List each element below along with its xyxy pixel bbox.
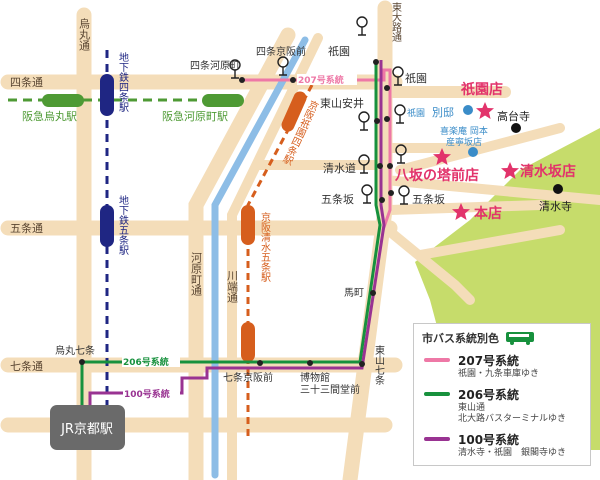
- road-karasuma: 烏丸通: [78, 17, 91, 51]
- stop-umamachi: 馬町: [344, 287, 364, 299]
- legend-name: 100号系統: [458, 433, 520, 447]
- stop-kiyomizumichi: 清水道: [323, 161, 356, 175]
- stop-gojozaka-east: 五条坂: [412, 192, 445, 206]
- bus-route-legend: 市バス系統別色 207号系統 祇園・九条車庫ゆき 206号系統 東山通 北大路バ…: [413, 323, 591, 466]
- bus-icon: [506, 332, 534, 345]
- bus-stop-dots: [79, 59, 394, 367]
- kamo-river: [211, 36, 309, 479]
- road-shijo: 四条通: [10, 75, 43, 89]
- bettei-marker: [463, 105, 473, 115]
- kodaiji-marker: [511, 123, 521, 133]
- subway-shijo-platform: [100, 74, 114, 116]
- subway-gojo-platform: [100, 205, 114, 247]
- stop-higashiyama-shichijo: 東山七条: [373, 344, 385, 385]
- label-hankyu-kawaramachi: 阪急河原町駅: [162, 109, 228, 123]
- legend-sub: 北大路バスターミナルゆき: [458, 414, 567, 424]
- legend-item-100: 100号系統 清水寺・祇園 銀閣寺ゆき: [422, 431, 582, 459]
- legend-sub: 東山通: [458, 403, 486, 413]
- jr-kyoto-station-box[interactable]: [50, 405, 125, 450]
- keihan-shichijo-platform: [241, 322, 255, 362]
- route-label-207: 207号系統: [298, 74, 344, 86]
- stop-shijo-keihanmae: 四条京阪前: [256, 45, 306, 58]
- legend-swatch-100: [424, 437, 450, 441]
- legend-swatch-206: [424, 392, 450, 396]
- keihan-kiyomizu-gojo-platform: [241, 205, 255, 245]
- sight-kirakuan-1: 喜楽庵 岡本: [440, 125, 488, 137]
- hankyu-kawaramachi-platform: [202, 94, 244, 107]
- legend-item-206: 206号系統 東山通 北大路バスターミナルゆき: [422, 386, 582, 425]
- label-subway-gojo: 地下鉄五条駅: [117, 194, 129, 256]
- stop-shijo-kawaramachi: 四条河原町: [190, 59, 240, 72]
- shop-stars: [433, 102, 519, 220]
- legend-sub: 祇園・九条車庫ゆき: [458, 369, 540, 379]
- road-kawabata: 川端通: [226, 270, 239, 303]
- shop-bettei-prefix: 祇園: [407, 107, 425, 119]
- kirakuan-marker: [468, 147, 478, 157]
- shop-yasaka[interactable]: 八坂の塔前店: [394, 167, 479, 184]
- shop-gion[interactable]: 祇園店: [460, 81, 503, 98]
- stop-gojozaka-west: 五条坂: [321, 192, 354, 206]
- stop-sanjusangendo: 三十三間堂前: [300, 383, 360, 396]
- legend-title: 市バス系統別色: [422, 332, 499, 345]
- sight-kirakuan-2: 産寧坂店: [446, 136, 482, 148]
- legend-name: 206号系統: [458, 388, 520, 402]
- legend-sub: 清水寺・祇園 銀閣寺ゆき: [458, 448, 567, 458]
- road-kawaramachi: 河原町通: [190, 252, 203, 296]
- stop-hakubutsukan: 博物館: [300, 371, 330, 384]
- stop-higashiyama-yasui: 東山安井: [320, 96, 364, 110]
- road-higashioji: 東大路通: [390, 1, 402, 42]
- shop-kiyomizuzaka[interactable]: 清水坂店: [520, 163, 576, 180]
- label-keihan-kiyomizu-gojo: 京阪清水五条駅: [259, 211, 271, 283]
- road-shichijo: 七条通: [10, 359, 43, 373]
- legend-item-207: 207号系統 祇園・九条車庫ゆき: [422, 352, 582, 380]
- shop-honten[interactable]: 本店: [474, 205, 502, 222]
- stop-shichijo-keihanmae: 七条京阪前: [223, 371, 273, 384]
- route-label-206: 206号系統: [123, 356, 169, 368]
- sight-kiyomizudera: 清水寺: [539, 200, 572, 213]
- legend-swatch-207: [424, 358, 450, 362]
- label-subway-shijo: 地下鉄四条駅: [117, 51, 129, 113]
- route-label-100: 100号系統: [124, 388, 170, 400]
- star-honten: [452, 203, 470, 220]
- sight-kodaiji: 高台寺: [497, 109, 530, 123]
- stop-gion-east: 祇園: [405, 72, 427, 85]
- keihan-gion-shijo-platform: [281, 91, 307, 132]
- bus-route-206: [80, 60, 382, 405]
- jr-kyoto-station-label: JR京都駅: [60, 422, 113, 437]
- road-gojo: 五条通: [10, 221, 43, 235]
- star-kiyomizuzaka: [501, 162, 519, 179]
- star-yasaka: [433, 148, 451, 165]
- bus-stop-icons: [229, 16, 410, 205]
- stop-karasuma-shichijo: 烏丸七条: [55, 344, 95, 357]
- shop-bettei[interactable]: 別邸: [432, 106, 454, 119]
- kiyomizudera-marker: [553, 184, 563, 194]
- stop-gion-west: 祇園: [328, 45, 350, 58]
- label-hankyu-karasuma: 阪急烏丸駅: [22, 109, 77, 123]
- hankyu-karasuma-platform: [42, 94, 84, 107]
- star-gion: [476, 102, 494, 119]
- legend-name: 207号系統: [458, 354, 520, 368]
